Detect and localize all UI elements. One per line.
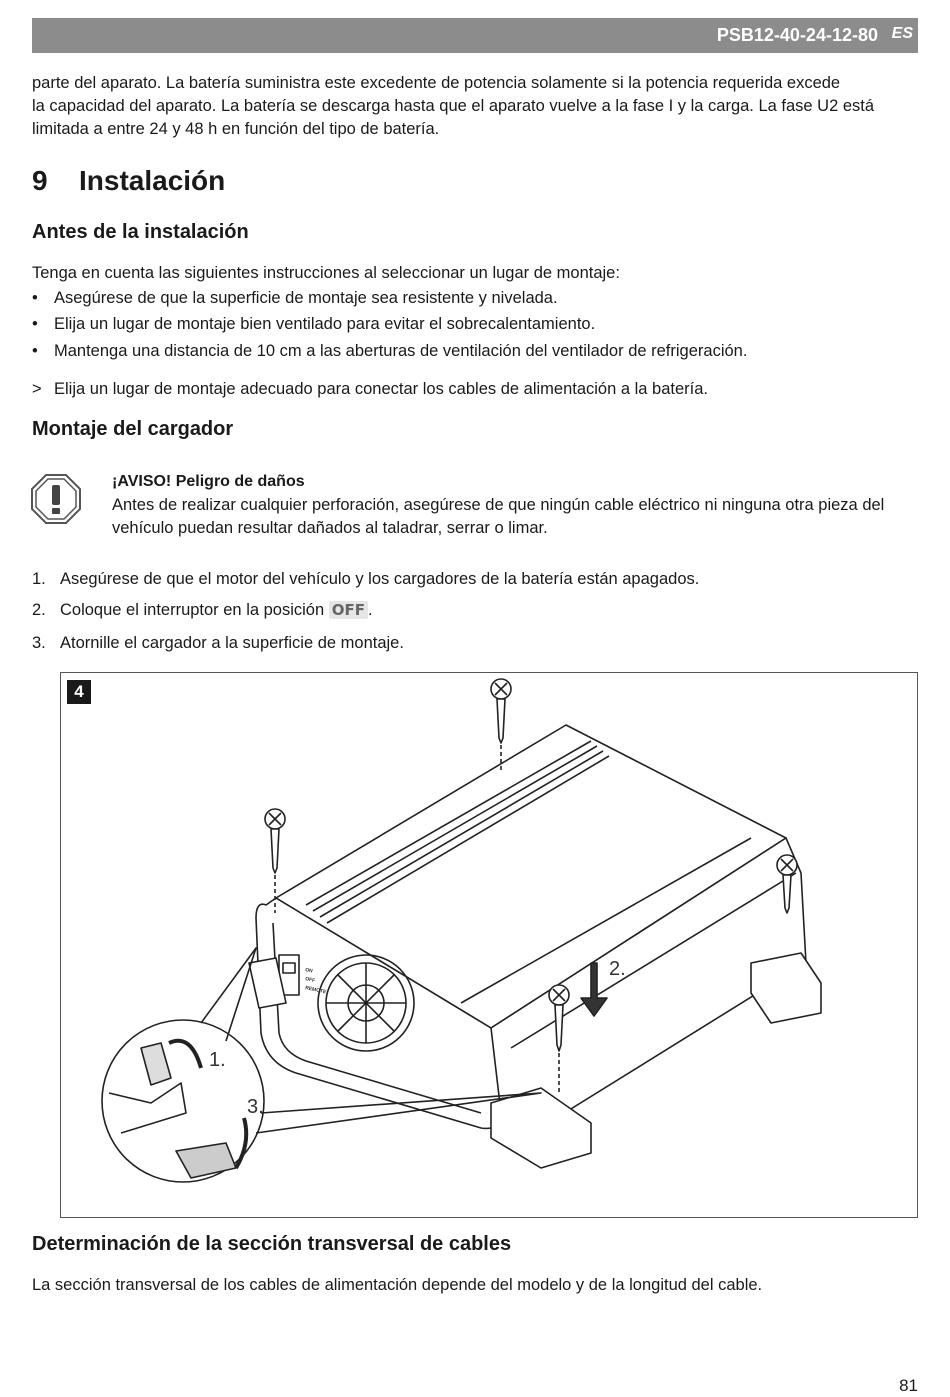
switch-label-on: ON xyxy=(305,967,314,975)
section-title: Instalación xyxy=(79,165,226,196)
step-item: 2.Coloque el interruptor en la posición … xyxy=(32,601,373,619)
list-item: •Mantenga una distancia de 10 cm a las a… xyxy=(32,342,748,360)
header-bar: PSB12-40-24-12-80 ES xyxy=(32,18,918,53)
step-item: 3.Atornille el cargador a la superficie … xyxy=(32,634,404,652)
mounting-heading: Montaje del cargador xyxy=(32,418,234,440)
screw-icon xyxy=(490,678,512,773)
before-install-intro: Tenga en cuenta las siguientes instrucci… xyxy=(32,264,620,282)
figure-4: 4 xyxy=(60,672,918,1218)
action-mark: > xyxy=(32,380,42,398)
notice-title: ¡AVISO! Peligro de daños xyxy=(112,473,305,490)
language-code: ES xyxy=(891,25,913,42)
off-key-label: OFF xyxy=(328,601,368,619)
step-item: 1.Asegúrese de que el motor del vehículo… xyxy=(32,570,700,588)
intro-line-1: parte del aparato. La batería suministra… xyxy=(32,74,841,92)
list-item: •Elija un lugar de montaje bien ventilad… xyxy=(32,315,596,333)
before-install-heading: Antes de la instalación xyxy=(32,221,249,243)
page-number: 81 xyxy=(899,1376,918,1395)
list-item: •Asegúrese de que la superficie de monta… xyxy=(32,289,558,307)
callout-2: 2. xyxy=(609,958,626,980)
switch-label-remote: REMOTE xyxy=(305,985,328,995)
warning-icon xyxy=(31,474,81,524)
intro-line-3: limitada a entre 24 y 48 h en función de… xyxy=(32,120,440,138)
model-number: PSB12-40-24-12-80 xyxy=(716,25,878,45)
charger-illustration: 2. 1. 3. ON OFF REMOTE xyxy=(101,678,822,1183)
figure-label: 4 xyxy=(67,680,91,704)
callout-1: 1. xyxy=(209,1049,226,1071)
switch-label-off: OFF xyxy=(305,976,316,984)
intro-line-2: la capacidad del aparato. La batería se … xyxy=(32,97,875,115)
cable-section-text: La sección transversal de los cables de … xyxy=(32,1276,763,1294)
callout-3: 3. xyxy=(247,1096,264,1118)
section-heading: 9 Instalación xyxy=(32,165,225,197)
cable-section-heading: Determinación de la sección transversal … xyxy=(32,1233,512,1255)
action-item: >Elija un lugar de montaje adecuado para… xyxy=(32,380,708,398)
section-number: 9 xyxy=(32,165,48,196)
notice-body: Antes de realizar cualquier perforación,… xyxy=(112,496,885,537)
